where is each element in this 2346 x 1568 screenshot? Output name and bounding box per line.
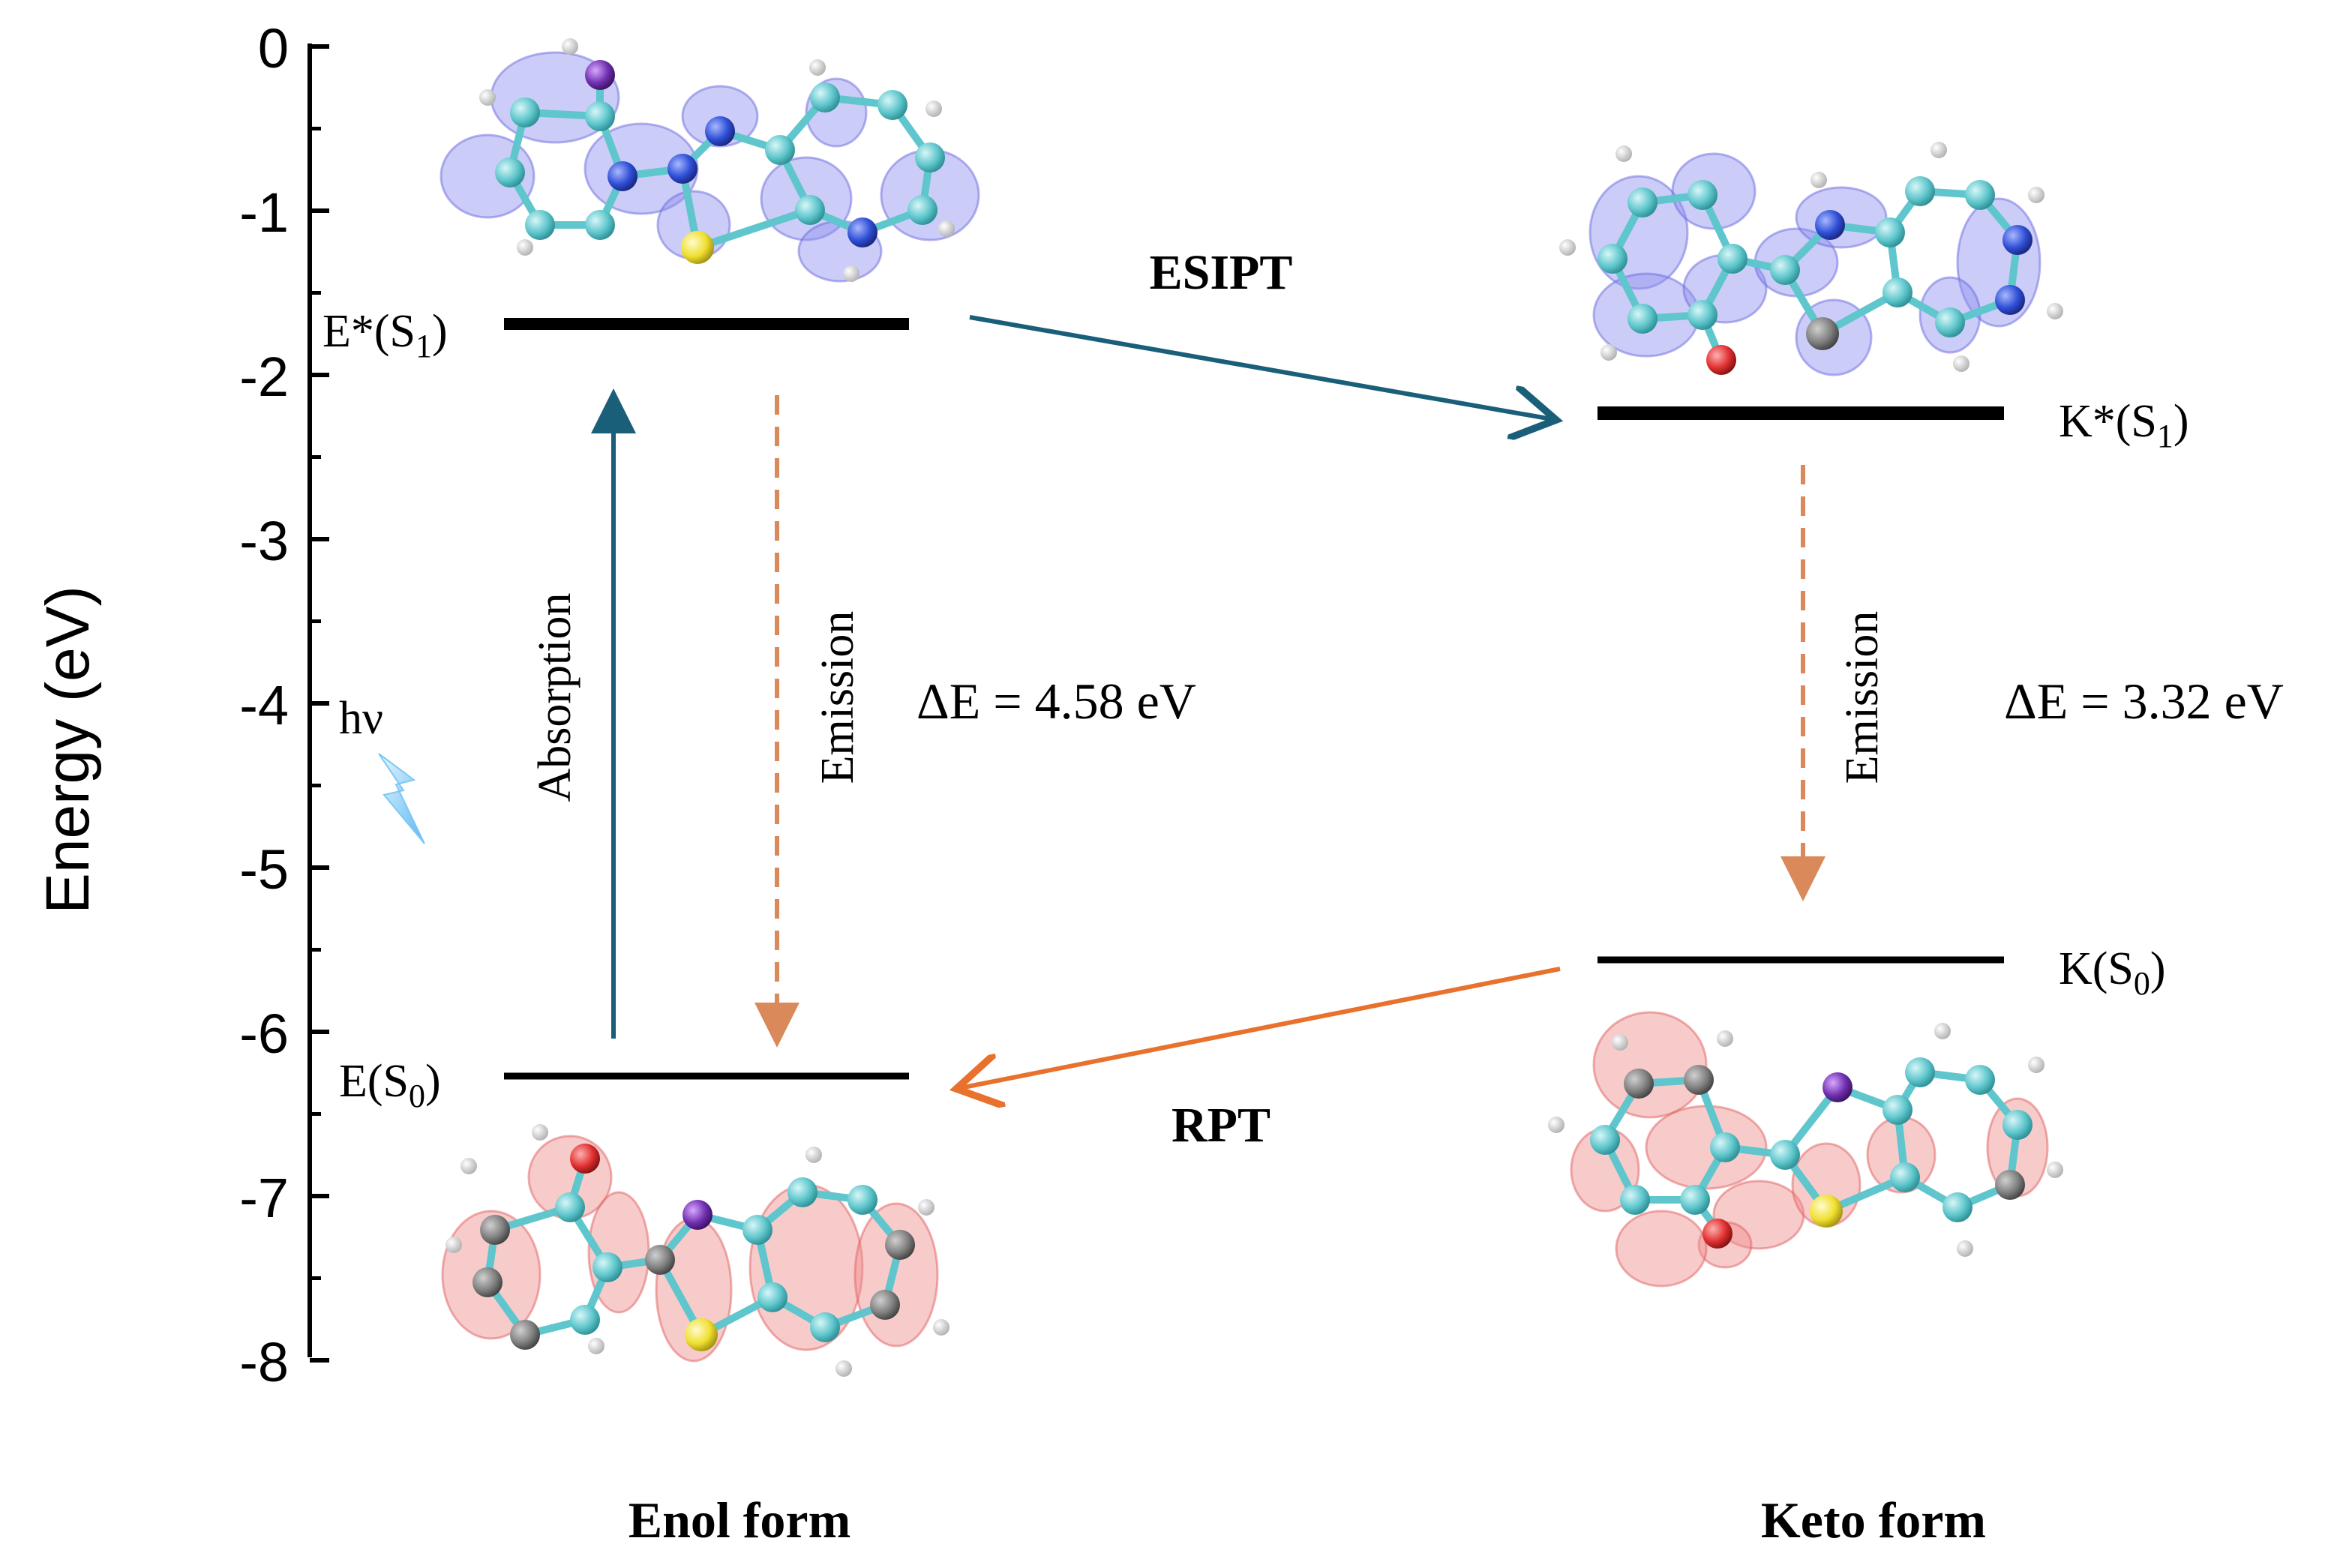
lightning-bolt-icon <box>378 753 425 844</box>
level-label-keto-ground: K(S0) <box>2059 943 2166 1002</box>
level-label-enol-ground: E(S0) <box>339 1056 441 1114</box>
tick-label: -6 <box>239 1003 289 1065</box>
rpt-label: RPT <box>1172 1098 1270 1153</box>
photon-label: hν <box>339 693 383 744</box>
level-label-keto-excited: K*(S1) <box>2059 396 2189 454</box>
y-axis-label: Energy (eV) <box>34 586 102 914</box>
enol-form-label: Enol form <box>628 1492 851 1549</box>
tick-label: -2 <box>239 346 289 408</box>
keto-lumo-molecule <box>1559 142 2063 376</box>
keto-emission-label: Emission <box>1837 611 1888 784</box>
tick-label: -1 <box>239 181 289 244</box>
level-label-enol-excited: E*(S1) <box>322 306 448 364</box>
tick-label: -7 <box>239 1167 289 1229</box>
enol-emission-label: Emission <box>812 611 863 784</box>
tick-label: 0 <box>258 17 289 79</box>
rpt-arrow <box>956 967 1561 1089</box>
enol-gap-label: ΔE = 4.58 eV <box>916 673 1196 730</box>
absorption-label: Absorption <box>530 593 580 802</box>
enol-homo-molecule <box>441 1124 950 1377</box>
tick-label: -5 <box>239 838 289 901</box>
energy-axis: 0 -1 -2 -3 -4 -5 -6 -7 -8 <box>239 17 329 1393</box>
esipt-arrow <box>969 315 1556 420</box>
keto-gap-label: ΔE = 3.32 eV <box>2004 673 2284 730</box>
tick-label: -4 <box>239 674 289 736</box>
esipt-label: ESIPT <box>1150 245 1293 300</box>
tick-label: -8 <box>239 1331 289 1393</box>
tick-label: -3 <box>239 510 289 572</box>
keto-form-label: Keto form <box>1761 1492 1986 1549</box>
keto-homo-molecule <box>1548 1011 2063 1288</box>
enol-lumo-molecule <box>440 38 980 283</box>
